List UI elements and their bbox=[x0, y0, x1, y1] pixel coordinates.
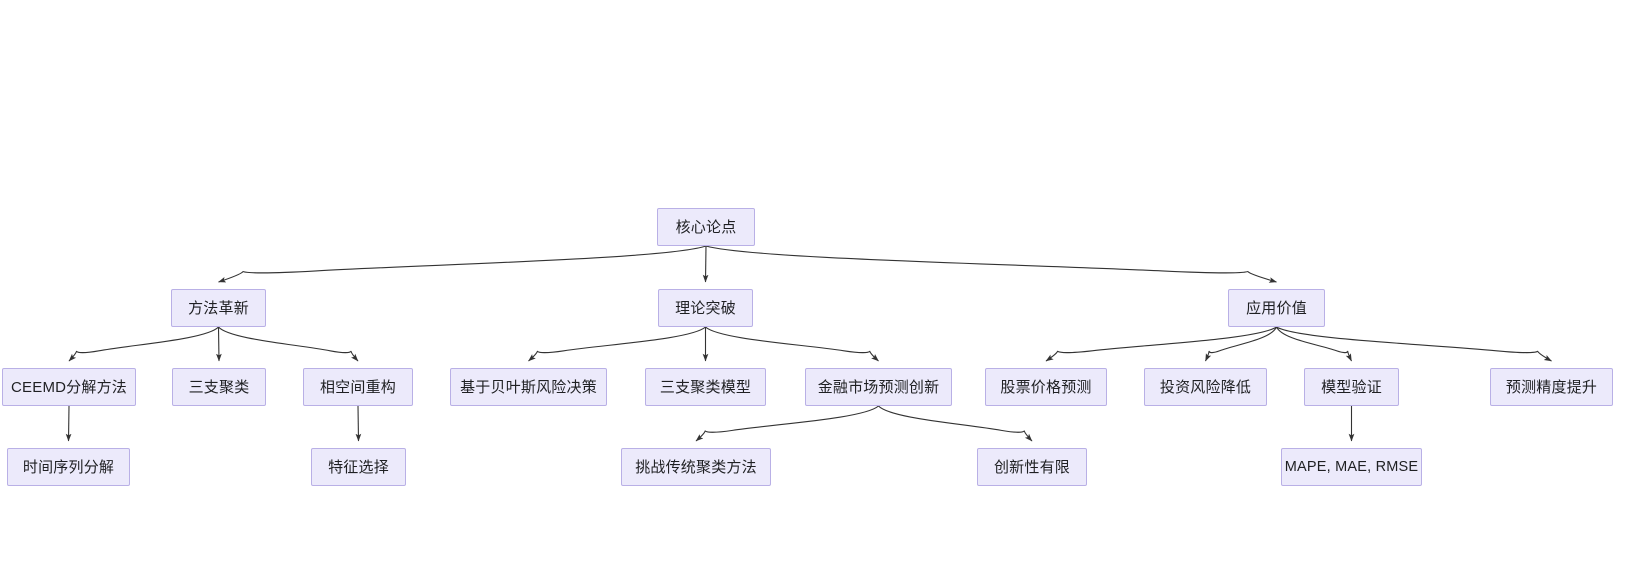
edge-l1b-to-l2f bbox=[705, 326, 879, 362]
node-label: 挑战传统聚类方法 bbox=[635, 458, 757, 476]
node-l2g[interactable]: 股票价格预测 bbox=[985, 368, 1107, 406]
edge-l1b-to-l2d bbox=[528, 326, 706, 362]
node-l2h[interactable]: 投资风险降低 bbox=[1144, 368, 1267, 406]
edge-paths bbox=[65, 245, 1552, 442]
node-l2j[interactable]: 预测精度提升 bbox=[1490, 368, 1613, 406]
node-label: CEEMD分解方法 bbox=[11, 378, 127, 396]
node-label: 投资风险降低 bbox=[1159, 378, 1252, 396]
node-label: 应用价值 bbox=[1246, 299, 1307, 317]
node-l1b[interactable]: 理论突破 bbox=[658, 289, 753, 327]
edge-l1c-to-l2i bbox=[1276, 326, 1352, 362]
node-label: MAPE, MAE, RMSE bbox=[1284, 458, 1419, 475]
edge-l2c-to-l3b bbox=[355, 405, 362, 442]
node-l2b[interactable]: 三支聚类 bbox=[172, 368, 266, 406]
edge-l1c-to-l2g bbox=[1045, 326, 1277, 362]
node-l2i[interactable]: 模型验证 bbox=[1304, 368, 1399, 406]
node-l3d[interactable]: 创新性有限 bbox=[977, 448, 1087, 486]
node-l2a[interactable]: CEEMD分解方法 bbox=[2, 368, 136, 406]
node-label: 核心论点 bbox=[675, 218, 737, 236]
node-l1c[interactable]: 应用价值 bbox=[1228, 289, 1325, 327]
edge-root-to-l1b bbox=[702, 245, 709, 283]
node-label: 三支聚类模型 bbox=[659, 378, 752, 396]
node-l2d[interactable]: 基于贝叶斯风险决策 bbox=[450, 368, 607, 406]
edge-l1a-to-l2a bbox=[68, 326, 219, 362]
edge-root-to-l1c bbox=[705, 245, 1277, 283]
node-l2f[interactable]: 金融市场预测创新 bbox=[805, 368, 952, 406]
node-root[interactable]: 核心论点 bbox=[657, 208, 755, 246]
node-label: 股票价格预测 bbox=[1000, 378, 1092, 396]
edge-l2a-to-l3a bbox=[65, 405, 72, 442]
edge-root-to-l1a bbox=[218, 245, 707, 283]
node-label: 理论突破 bbox=[675, 299, 736, 317]
node-l2c[interactable]: 相空间重构 bbox=[303, 368, 413, 406]
node-l2e[interactable]: 三支聚类模型 bbox=[645, 368, 766, 406]
node-l3e[interactable]: MAPE, MAE, RMSE bbox=[1281, 448, 1422, 486]
edge-l1c-to-l2j bbox=[1276, 326, 1552, 362]
edge-l2f-to-l3d bbox=[878, 405, 1033, 442]
node-label: 模型验证 bbox=[1321, 378, 1382, 396]
node-label: 预测精度提升 bbox=[1505, 378, 1598, 396]
node-label: 特征选择 bbox=[328, 458, 389, 476]
node-l3a[interactable]: 时间序列分解 bbox=[7, 448, 130, 486]
node-label: 方法革新 bbox=[188, 299, 249, 317]
node-label: 时间序列分解 bbox=[22, 458, 115, 476]
node-label: 创新性有限 bbox=[993, 458, 1070, 476]
node-label: 金融市场预测创新 bbox=[817, 378, 940, 396]
node-l1a[interactable]: 方法革新 bbox=[171, 289, 266, 327]
node-l3b[interactable]: 特征选择 bbox=[311, 448, 406, 486]
node-l3c[interactable]: 挑战传统聚类方法 bbox=[621, 448, 771, 486]
edge-l1c-to-l2h bbox=[1205, 326, 1277, 362]
edge-l1a-to-l2b bbox=[216, 326, 222, 362]
node-label: 相空间重构 bbox=[319, 378, 396, 396]
node-label: 三支聚类 bbox=[188, 378, 250, 396]
node-label: 基于贝叶斯风险决策 bbox=[460, 378, 597, 396]
edge-l1a-to-l2c bbox=[218, 326, 359, 362]
edge-l2f-to-l3c bbox=[695, 405, 879, 442]
